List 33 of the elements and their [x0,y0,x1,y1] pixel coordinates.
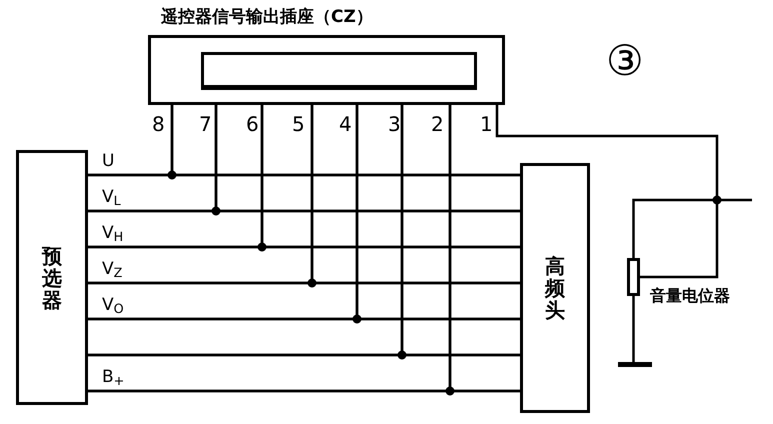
signal-label: V$_{O}$ [102,297,124,314]
signal-label: B$_{+}$ [102,369,124,386]
wire [214,105,520,212]
pin-number: 8 [152,114,165,134]
resistor-symbol [627,258,640,296]
module-label: 高频头 [545,255,565,321]
figure-number: ③ [606,40,644,82]
signal-label: V$_{L}$ [102,189,121,206]
pin-number: 4 [339,114,352,134]
wire [400,105,520,356]
component-label: 音量电位器 [650,285,730,307]
ground-symbol [618,362,652,367]
socket-slot [201,52,477,90]
signal-label: V$_{H}$ [102,225,124,242]
wire [310,105,520,284]
wire [496,104,754,278]
module-label: 预选器 [42,244,62,310]
pin-number: 1 [480,114,493,134]
signal-label: V$_{Z}$ [102,261,122,278]
module-box [16,150,88,405]
pin-number: 5 [292,114,305,134]
socket-heading: 遥控器信号输出插座（CZ） [161,6,373,29]
pin-number: 3 [388,114,401,134]
wire [260,105,520,248]
pin-number: 7 [199,114,212,134]
pin-number: 6 [246,114,259,134]
wire [632,296,635,362]
pin-number: 2 [431,114,444,134]
module-box [520,163,590,413]
wire [170,105,520,176]
wire [356,105,520,320]
wire [448,105,520,392]
signal-label: U [102,153,114,170]
